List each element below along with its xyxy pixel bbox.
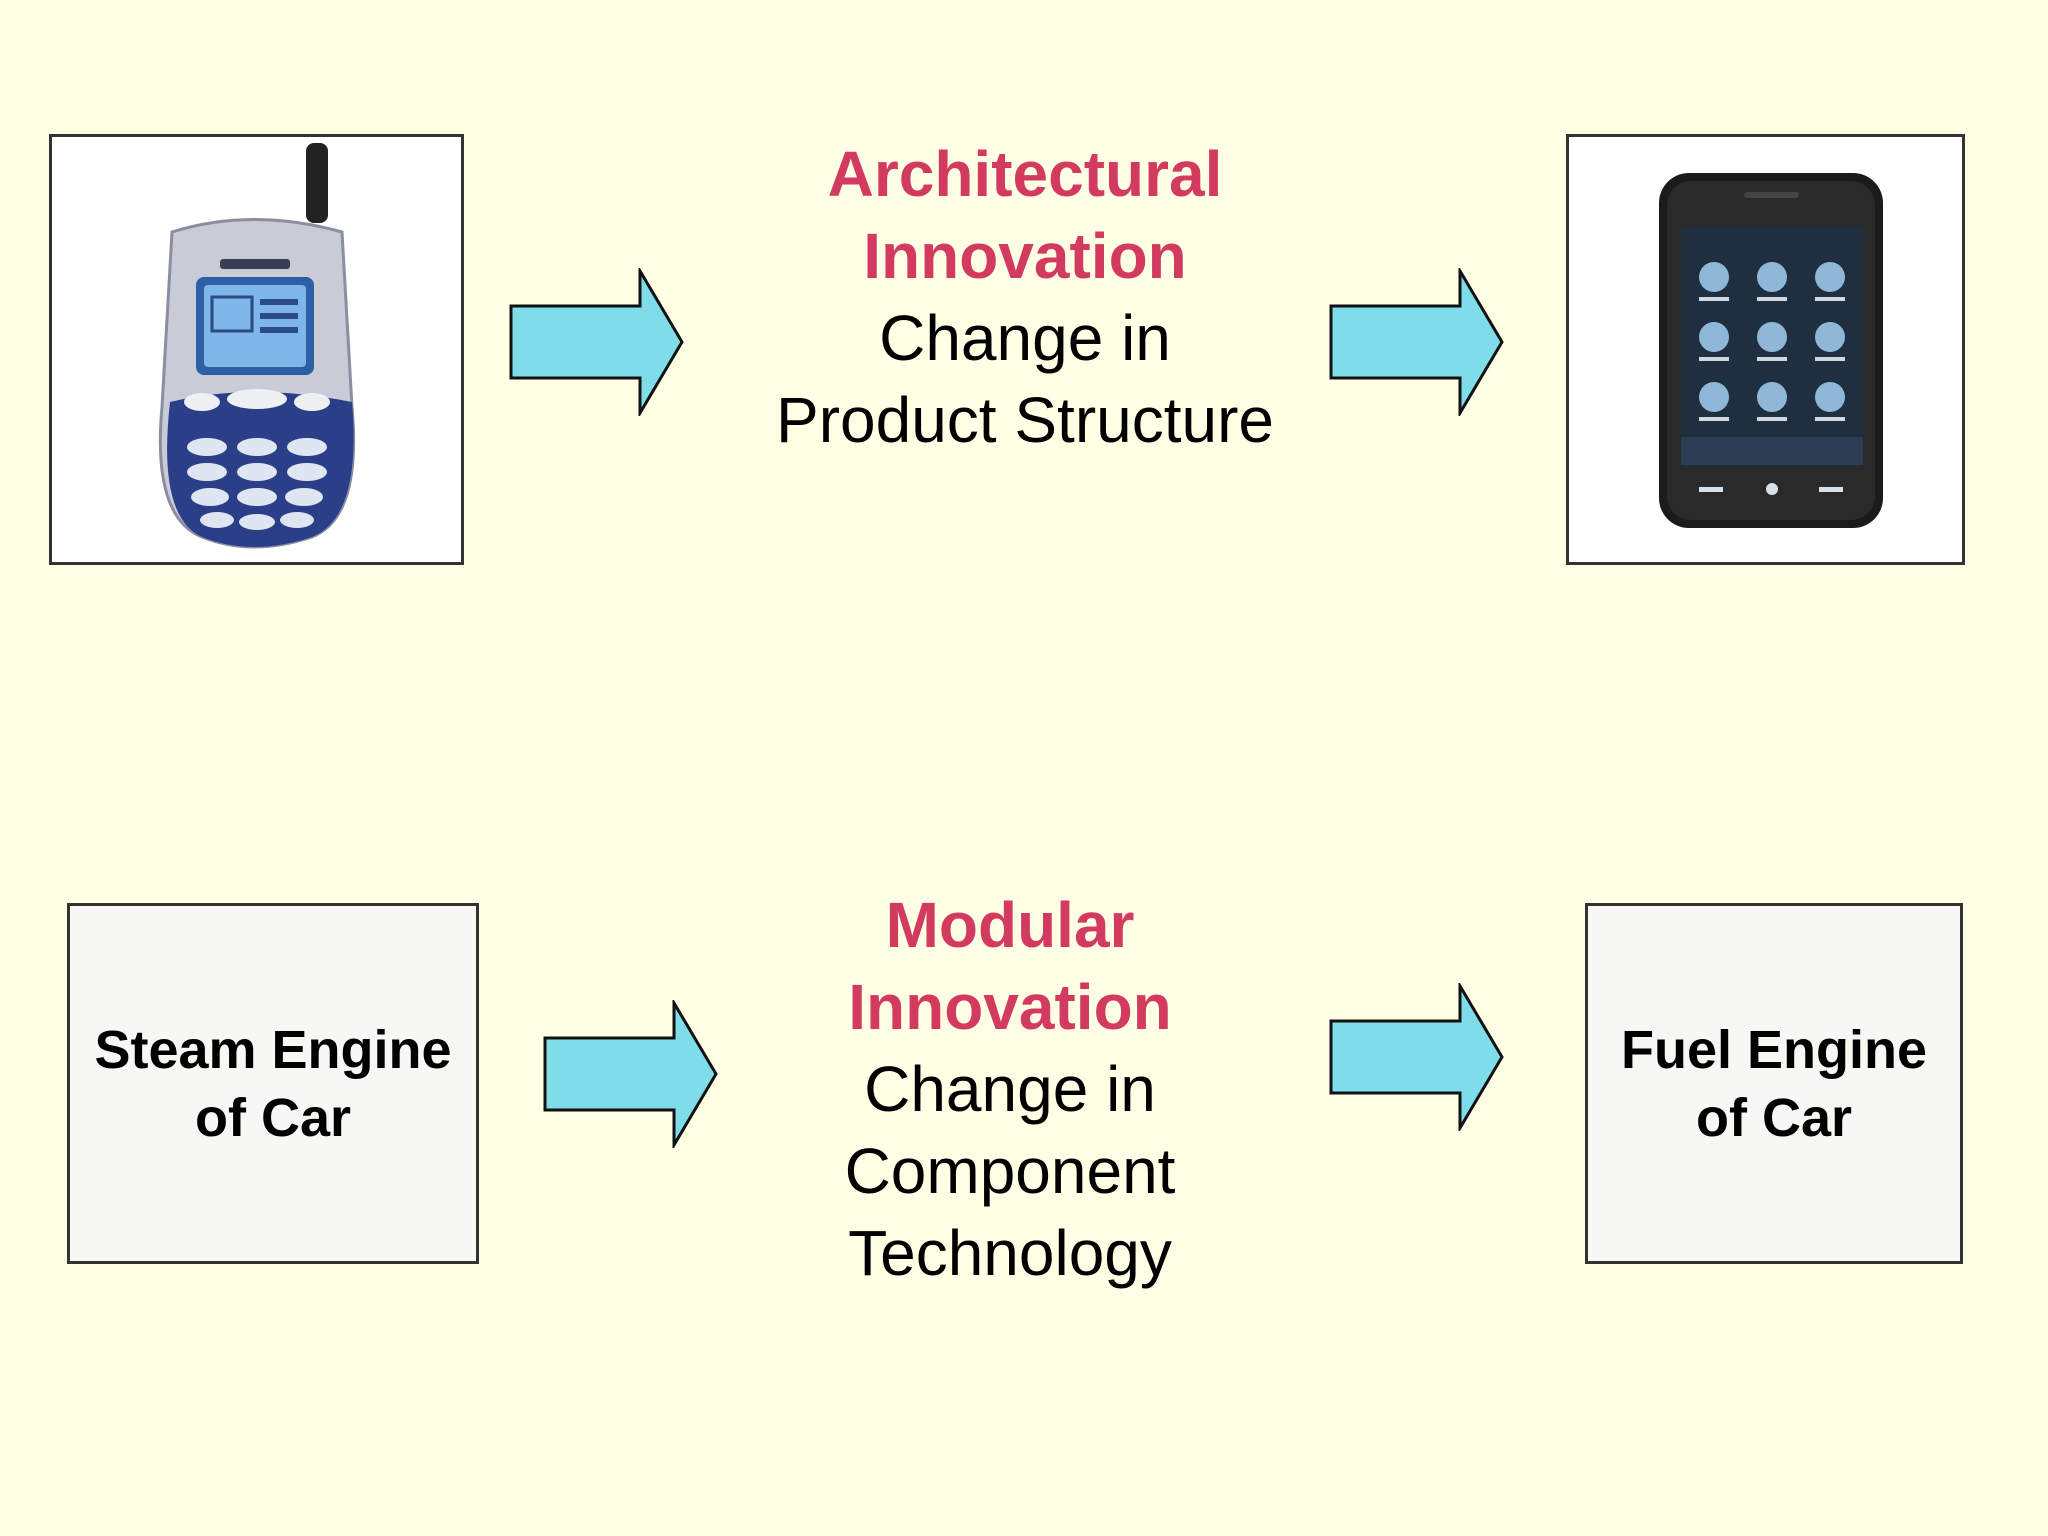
description-text: Change in Product Structure xyxy=(776,302,1274,456)
smartphone-icon xyxy=(1659,173,1883,528)
right-arrow-icon xyxy=(1329,268,1504,416)
highlight-line-2: Innovation xyxy=(863,220,1187,292)
old-phone-image-box xyxy=(49,134,464,565)
steam-engine-box: Steam Engine of Car xyxy=(67,903,479,1264)
fuel-engine-box: Fuel Engine of Car xyxy=(1585,903,1963,1264)
highlight-line-1: Architectural xyxy=(827,138,1223,210)
architectural-innovation-text: Architectural Innovation Change in Produ… xyxy=(725,133,1325,461)
right-arrow-icon xyxy=(1329,983,1504,1131)
fuel-engine-label: Fuel Engine of Car xyxy=(1620,1019,1928,1148)
description-text: Change in Component Technology xyxy=(844,1053,1176,1289)
feature-phone-icon xyxy=(158,143,356,549)
modular-innovation-text: Modular Innovation Change in Component T… xyxy=(710,884,1310,1294)
right-arrow-icon xyxy=(543,1000,718,1148)
highlight-line-2: Innovation xyxy=(848,971,1172,1043)
smartphone-image-box xyxy=(1566,134,1965,565)
steam-engine-label: Steam Engine of Car xyxy=(94,1019,452,1148)
right-arrow-icon xyxy=(509,268,684,416)
highlight-line-1: Modular xyxy=(885,889,1135,961)
